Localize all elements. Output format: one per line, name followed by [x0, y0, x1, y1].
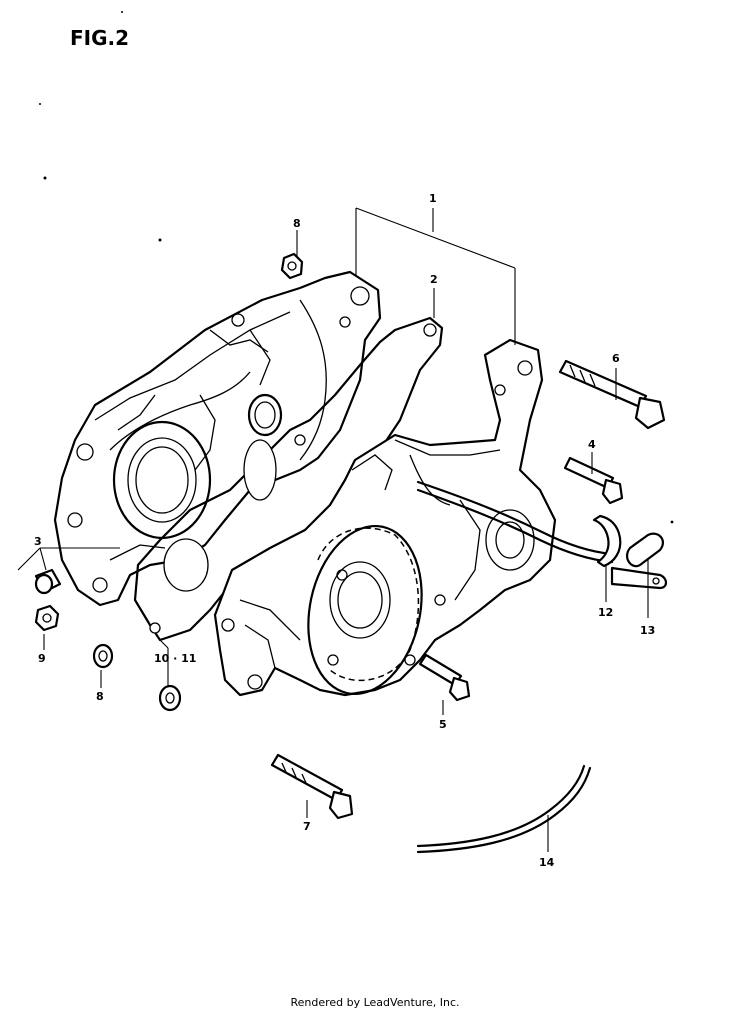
washer-part-b [158, 684, 182, 712]
callout-5: 5 [439, 718, 447, 731]
nut-part [34, 604, 60, 632]
callout-13: 13 [640, 624, 655, 637]
dowel-pin [34, 568, 62, 595]
callout-9: 9 [38, 652, 46, 665]
figure-title: FIG.2 [70, 26, 130, 50]
scan-specks [39, 11, 674, 524]
bolt-long [558, 359, 666, 430]
gasket [133, 316, 444, 642]
clamp-part [592, 514, 622, 568]
crankcase-left-half [53, 270, 382, 607]
callout-2: 2 [430, 273, 438, 286]
callout-1: 1 [429, 192, 437, 205]
washer-part-a [92, 643, 114, 669]
breather-tube [416, 480, 614, 564]
hose-clip [610, 566, 668, 590]
crankcase-right-half [213, 338, 557, 697]
callout-8-lower: 8 [96, 690, 104, 703]
leader-lines [17, 207, 649, 852]
footer-credit: Rendered by LeadVenture, Inc. [290, 996, 460, 1009]
callout-labels: 1 2 3 4 5 6 7 8 8 9 10 · 11 12 13 14 [34, 192, 655, 869]
callout-6: 6 [612, 352, 620, 365]
callout-8-top: 8 [293, 217, 301, 230]
bolt-long-7 [270, 753, 354, 820]
bolt-short-5 [418, 653, 471, 702]
callout-7: 7 [303, 820, 311, 833]
callout-4: 4 [588, 438, 596, 451]
callout-10-11: 10 · 11 [154, 652, 196, 665]
cap-part [625, 532, 664, 568]
hose-part [416, 764, 592, 854]
nut-part-top [280, 252, 304, 280]
callout-3: 3 [34, 535, 42, 548]
callout-12: 12 [598, 606, 613, 619]
callout-14: 14 [539, 856, 555, 869]
bolt-short-4 [563, 456, 624, 505]
